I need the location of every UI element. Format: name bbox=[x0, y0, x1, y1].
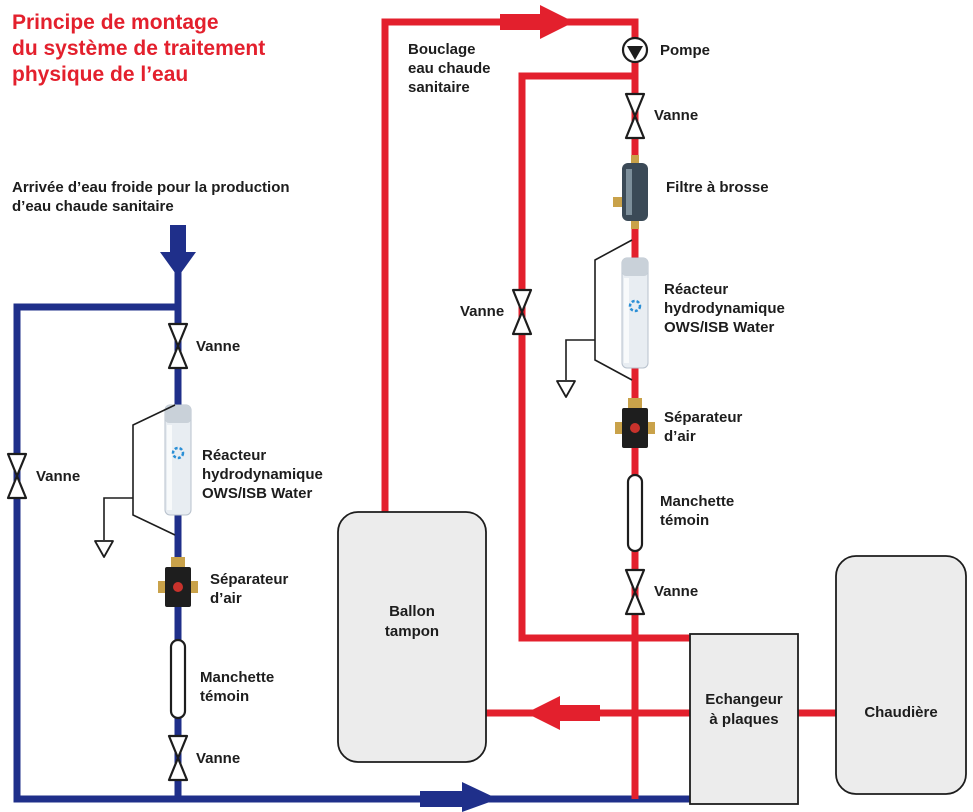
title-line: du système de traitement bbox=[12, 37, 266, 60]
drain-icon bbox=[94, 540, 114, 558]
caption-line: d’eau chaude sanitaire bbox=[12, 198, 174, 215]
sight-glass-label: Manchette témoin bbox=[660, 492, 734, 530]
label-line: tampon bbox=[384, 623, 440, 640]
air-separator-icon bbox=[158, 557, 198, 607]
caption-line: Arrivée d’eau froide pour la production bbox=[12, 179, 290, 196]
loop-caption: Bouclage eau chaude sanitaire bbox=[408, 40, 491, 97]
label-line: OWS/ISB Water bbox=[664, 319, 775, 336]
label-line: d’air bbox=[664, 428, 696, 445]
label-line: hydrodynamique bbox=[664, 300, 785, 317]
valve-label: Vanne bbox=[654, 107, 699, 124]
label-line: Ballon bbox=[389, 603, 435, 620]
label-line: Manchette bbox=[660, 493, 735, 510]
reactor-bypass-bracket bbox=[565, 239, 633, 381]
caption-line: sanitaire bbox=[408, 79, 470, 96]
air-separator-label: Séparateur d’air bbox=[210, 570, 288, 608]
valve-label: Vanne bbox=[654, 583, 699, 600]
reactor-icon bbox=[620, 256, 650, 370]
brush-filter-icon bbox=[613, 155, 648, 229]
label-line: Réacteur bbox=[664, 281, 729, 298]
cold-inlet-arrow bbox=[160, 225, 196, 277]
hot-loop-return-pipe bbox=[518, 72, 690, 642]
air-separator-icon bbox=[615, 398, 655, 448]
label-line: à plaques bbox=[709, 711, 779, 728]
label-line: témoin bbox=[660, 512, 710, 529]
label-line: d’air bbox=[210, 590, 242, 607]
sight-glass-icon bbox=[169, 638, 187, 720]
boiler-label: Chaudière bbox=[864, 704, 938, 721]
reactor-label: Réacteur hydrodynamique OWS/ISB Water bbox=[202, 446, 323, 503]
cold-inlet-caption: Arrivée d’eau froide pour la production … bbox=[12, 178, 290, 216]
label-line: témoin bbox=[200, 688, 250, 705]
brush-filter-label: Filtre à brosse bbox=[666, 179, 769, 196]
valve-label: Vanne bbox=[196, 338, 241, 355]
reactor-label: Réacteur hydrodynamique OWS/ISB Water bbox=[664, 280, 785, 337]
valve-icon bbox=[624, 92, 646, 140]
label-line: OWS/ISB Water bbox=[202, 485, 313, 502]
pump-label: Pompe bbox=[660, 42, 711, 59]
label-line: Séparateur bbox=[664, 409, 743, 426]
valve-icon bbox=[167, 734, 189, 782]
title-line: physique de l’eau bbox=[12, 63, 189, 86]
valve-icon bbox=[167, 322, 189, 370]
label-line: hydrodynamique bbox=[202, 466, 323, 483]
caption-line: Bouclage bbox=[408, 41, 476, 58]
label-line: Séparateur bbox=[210, 571, 289, 588]
valve-icon bbox=[6, 452, 28, 500]
reactor-icon bbox=[163, 403, 193, 517]
plate-exchanger bbox=[689, 633, 799, 805]
hot-flow-arrow-bottom bbox=[526, 696, 600, 730]
air-separator-label: Séparateur d’air bbox=[664, 408, 742, 446]
title-line: Principe de montage bbox=[12, 11, 219, 34]
sight-glass-icon bbox=[626, 473, 644, 553]
buffer-tank bbox=[337, 511, 487, 763]
cold-bypass-pipe bbox=[13, 303, 692, 803]
valve-label: Vanne bbox=[196, 750, 241, 767]
cold-flow-arrow bbox=[420, 782, 498, 812]
label-line: Manchette bbox=[200, 669, 275, 686]
buffer-tank-label: Ballon tampon bbox=[338, 602, 486, 642]
valve-icon bbox=[511, 288, 533, 336]
valve-icon bbox=[624, 568, 646, 616]
label-line: Réacteur bbox=[202, 447, 267, 464]
label-line: Echangeur bbox=[705, 691, 783, 708]
boiler bbox=[835, 555, 967, 795]
sight-glass-label: Manchette témoin bbox=[200, 668, 274, 706]
diagram-title: Principe de montage du système de traite… bbox=[12, 10, 265, 88]
plate-exchanger-label: Echangeur à plaques bbox=[690, 690, 798, 730]
reactor-bypass-bracket bbox=[103, 404, 176, 540]
drain-icon bbox=[556, 380, 576, 398]
hot-flow-arrow-top bbox=[500, 5, 574, 39]
valve-label: Vanne bbox=[460, 303, 505, 320]
valve-label: Vanne bbox=[36, 468, 81, 485]
caption-line: eau chaude bbox=[408, 60, 491, 77]
pump-icon bbox=[621, 36, 649, 64]
